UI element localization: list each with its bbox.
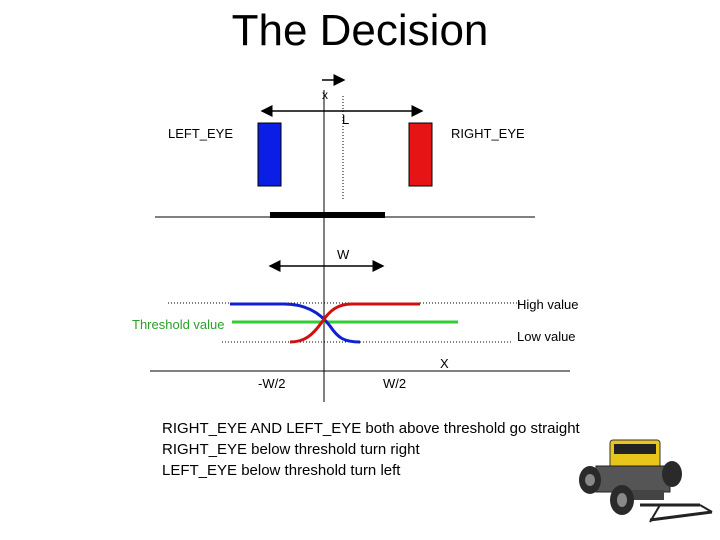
high-value-label: High value [517,297,579,312]
robot-car-image [579,439,713,523]
rule-turn-right: RIGHT_EYE below threshold turn right [162,441,420,458]
x-direction-label: x [322,88,328,102]
pos-half-w-label: W/2 [383,376,407,391]
left-eye-label: LEFT_EYE [168,126,234,141]
left-eye-curve [230,302,361,344]
right-eye-sensor [408,122,433,187]
right-eye-curve [289,302,420,344]
threshold-value-label: Threshold value [132,317,225,332]
l-distance-label: L [342,112,350,127]
slide-title: The Decision [231,6,489,55]
w-width-label: W [337,247,350,262]
x-axis-label: X [440,356,449,371]
rule-go-straight: RIGHT_EYE AND LEFT_EYE both above thresh… [162,420,580,437]
right-eye-label: RIGHT_EYE [451,126,525,141]
rule-turn-left: LEFT_EYE below threshold turn left [162,462,401,479]
low-value-label: Low value [517,329,576,344]
light-source-bar [270,212,385,218]
left-eye-sensor [257,122,282,187]
decision-rules: RIGHT_EYE AND LEFT_EYE both above thresh… [162,418,580,481]
neg-half-w-label: -W/2 [258,376,286,391]
